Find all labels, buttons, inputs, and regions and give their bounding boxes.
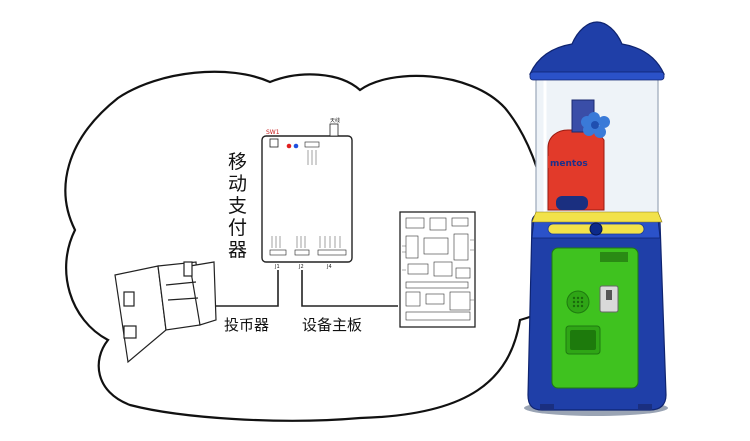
red-chute [547,129,605,211]
control-knob [589,222,603,236]
switch-sw1 [269,138,279,148]
switch-label: SW1 [266,129,280,136]
green-front-panel [551,247,639,389]
mobile-payment-label: 移 动 支 付 器 [228,151,247,261]
j1-label: J1 [274,264,280,270]
antenna [329,123,339,137]
mobile-payment-char: 移 [228,151,247,173]
mobile-payment-char: 器 [228,239,247,261]
main-board-label: 设备主板 [302,316,362,334]
flower-icon [581,112,610,138]
wire-main-board [301,270,398,307]
machine-top-hood [529,21,665,75]
antenna-label: 天线 [330,117,340,124]
vending-machine: mentos [524,21,668,416]
brand-logo: mentos [550,159,588,169]
wire-coin-acceptor [212,270,279,307]
j2-label: J2 [298,264,304,270]
coin-acceptor-label: 投币器 [224,316,269,334]
connectors-bottom [269,249,347,256]
coin-acceptor-device [114,261,217,364]
mobile-payment-char: 支 [228,195,247,217]
j4-label: J4 [326,264,332,270]
wires [212,270,398,307]
main-board-pcb [399,211,476,328]
led-red [286,143,292,149]
mobile-payment-char: 动 [228,173,247,195]
mobile-payment-module [261,123,353,263]
led-blue [293,143,299,149]
mobile-payment-char: 付 [228,217,247,239]
